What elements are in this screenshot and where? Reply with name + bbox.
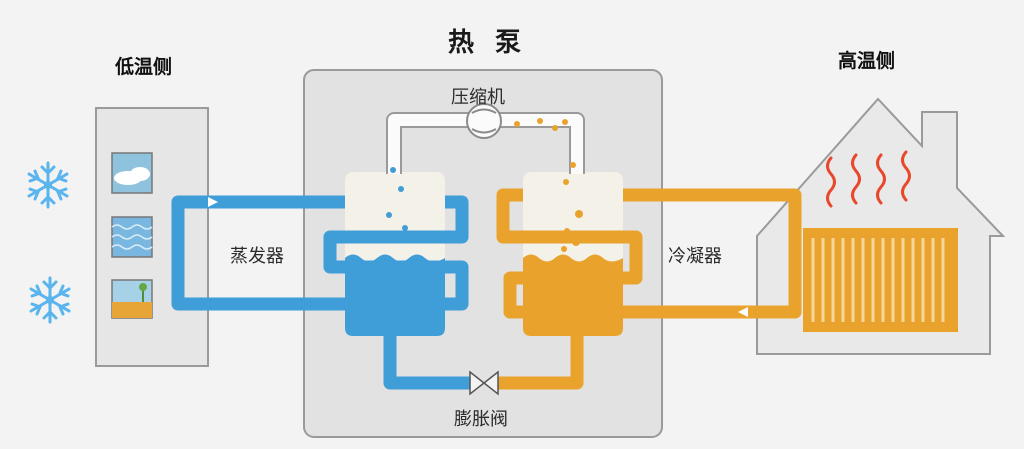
- refrigerant-dots: [386, 118, 583, 252]
- snowflake-icon: [27, 161, 69, 209]
- condenser-vessel: [523, 172, 623, 336]
- cold-loop: [171, 195, 479, 390]
- condenser-label: 冷凝器: [668, 246, 722, 267]
- snowflake-icon: [29, 276, 71, 324]
- high-side-label: 高温侧: [838, 50, 896, 72]
- ground-icon: [111, 279, 153, 319]
- heat-wave-icon: [826, 150, 911, 208]
- sky-icon: [111, 152, 153, 194]
- expansion-valve-label: 膨胀阀: [454, 409, 508, 430]
- compressor-icon: [466, 103, 502, 139]
- compressor-label: 压缩机: [451, 87, 505, 108]
- valve-icon: [469, 370, 499, 396]
- low-side-label: 低温侧: [115, 56, 173, 78]
- evaporator-vessel: [345, 172, 445, 336]
- water-icon: [111, 216, 153, 258]
- radiator-icon: [803, 228, 958, 332]
- diagram-title: 热 泵: [448, 28, 528, 58]
- evaporator-label: 蒸发器: [230, 246, 284, 267]
- hot-loop: [489, 188, 802, 390]
